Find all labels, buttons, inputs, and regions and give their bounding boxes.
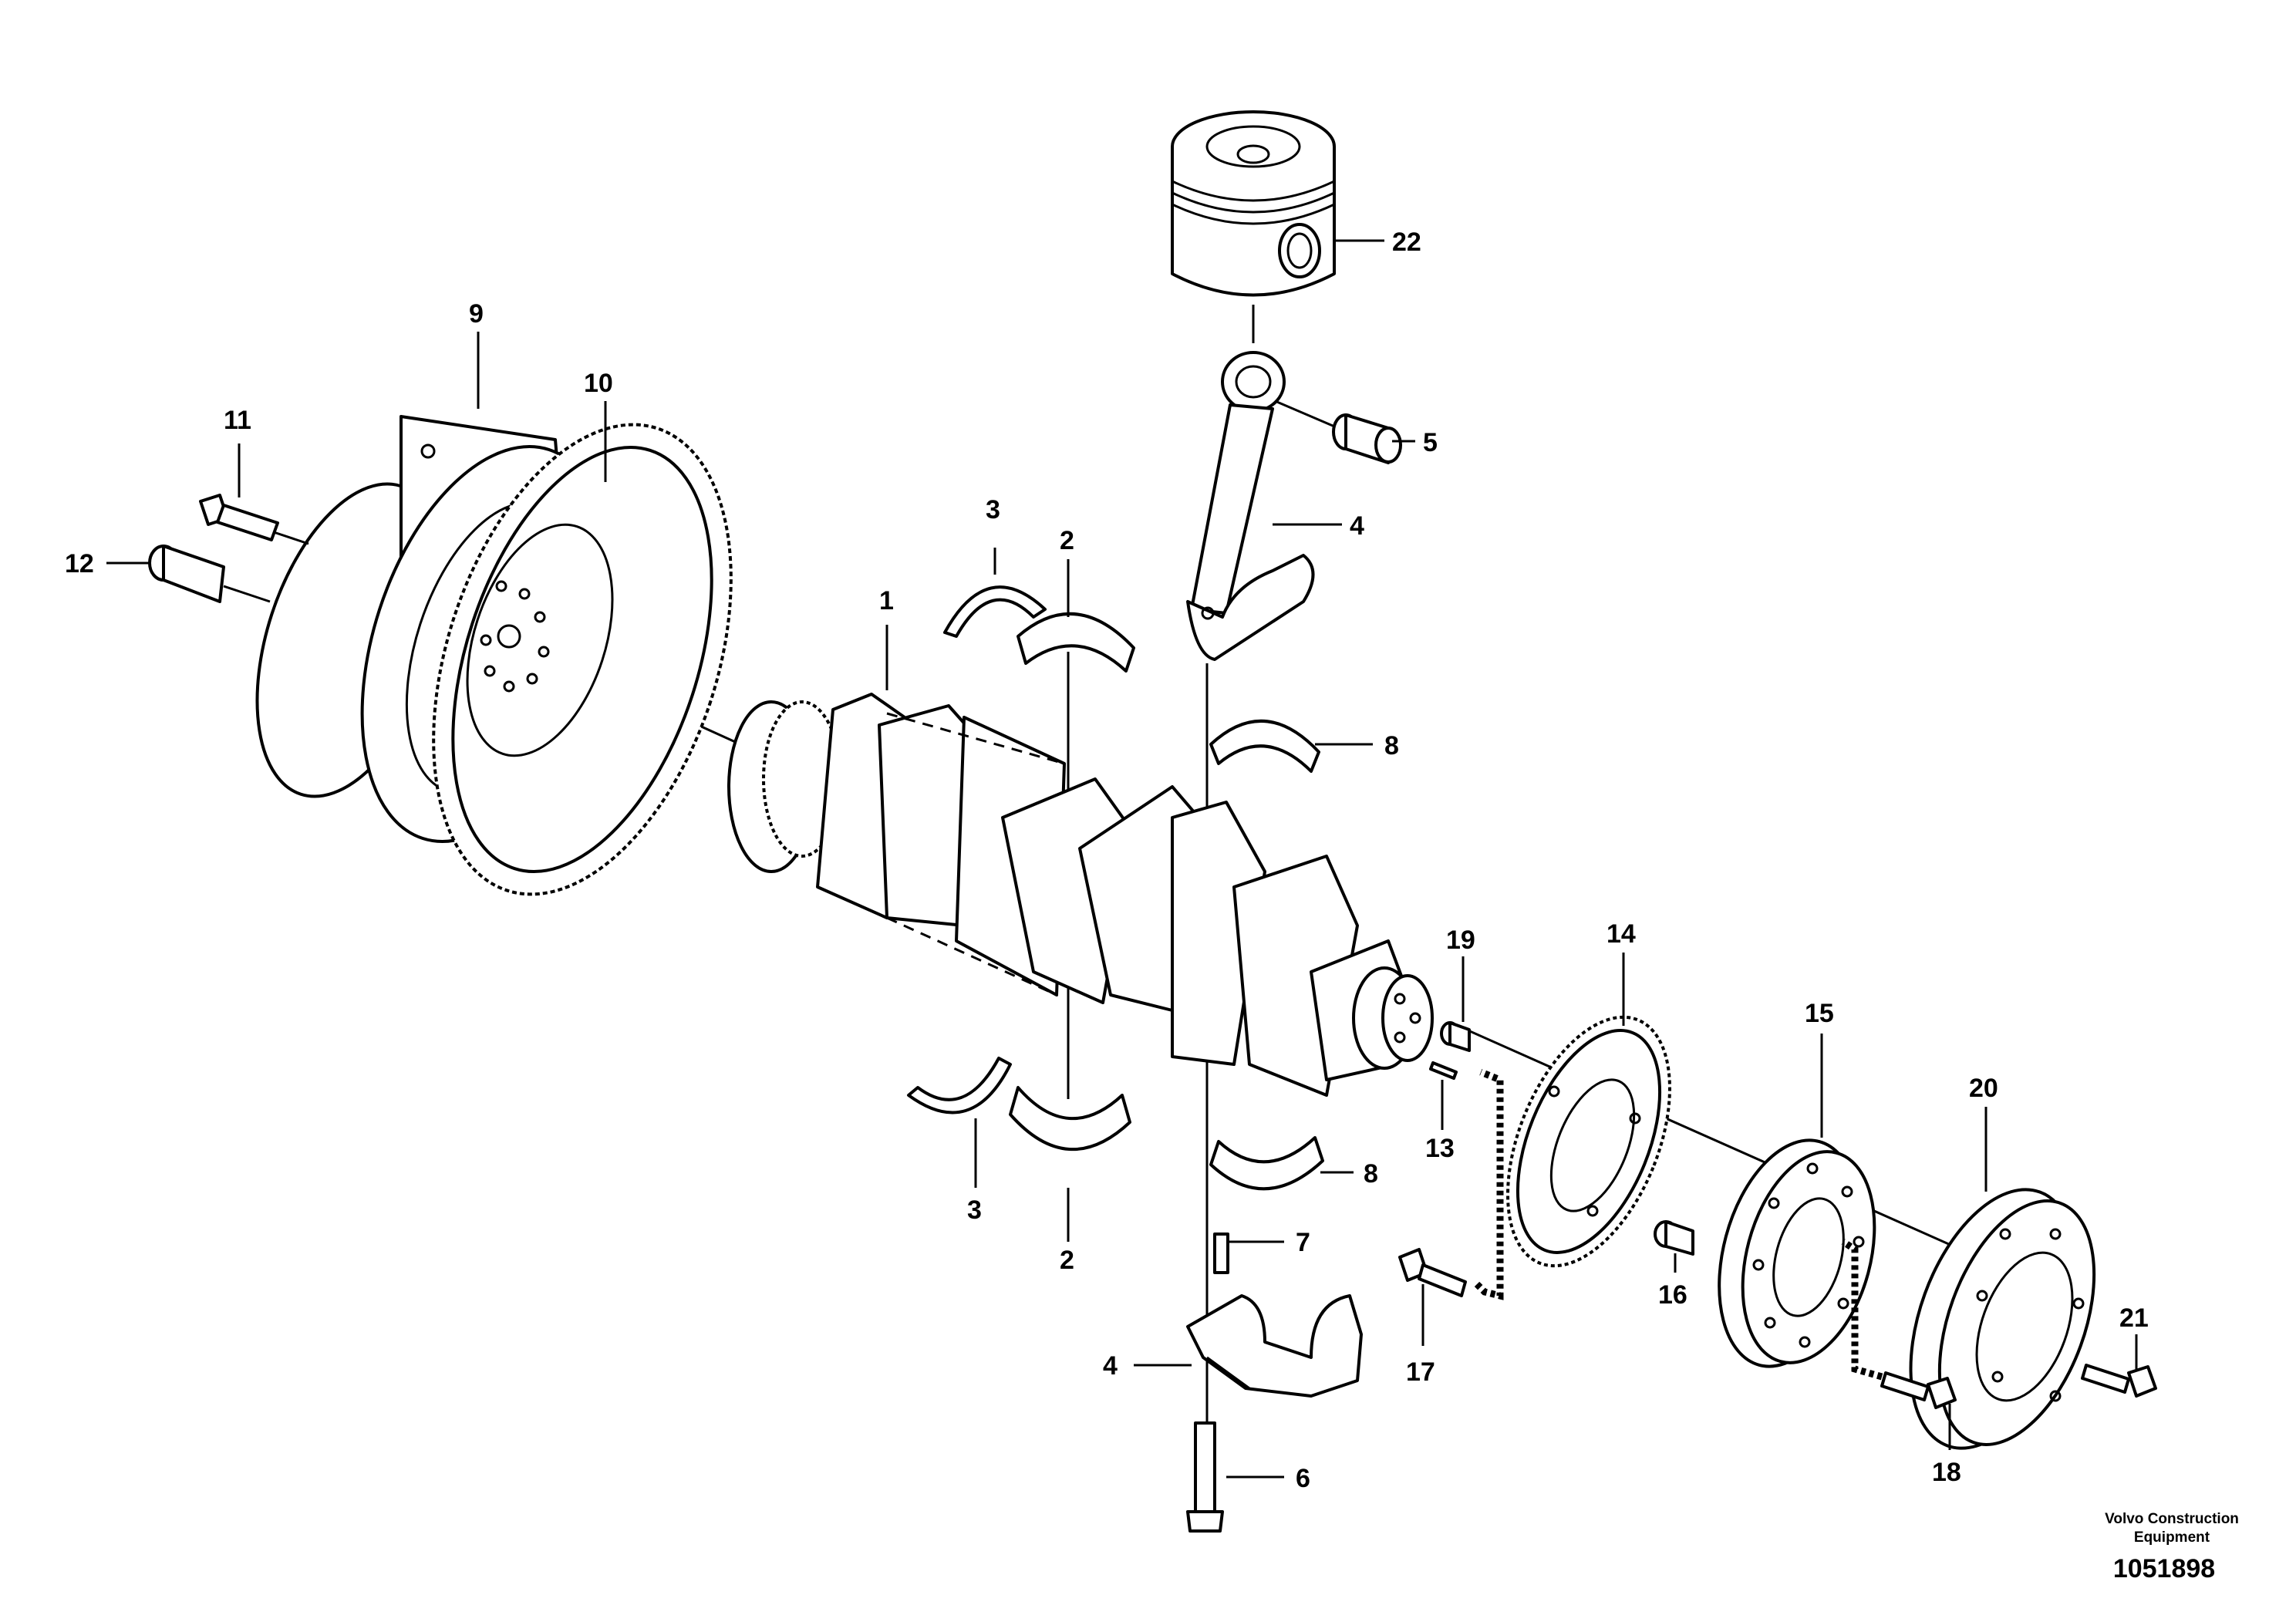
callout-18: 18	[1932, 1458, 1961, 1487]
piston-pin-bushing	[1332, 413, 1402, 464]
thrust-washer-lower	[907, 1057, 1012, 1114]
callout-8-lower: 8	[1364, 1159, 1378, 1189]
brand-name-line1: Volvo Construction	[2105, 1511, 2239, 1527]
callout-9: 9	[469, 299, 484, 329]
crank-sleeve	[1440, 1021, 1471, 1052]
connecting-rod-cap	[1186, 1294, 1363, 1398]
callout-4-rod: 4	[1350, 511, 1364, 541]
callout-6: 6	[1296, 1464, 1310, 1493]
callout-2-upper: 2	[1060, 526, 1074, 555]
callout-21: 21	[2119, 1303, 2149, 1333]
callout-15: 15	[1805, 999, 1834, 1028]
callout-12: 12	[65, 549, 94, 578]
flywheel-guide-pin	[148, 545, 271, 603]
flywheel-ring-gear	[432, 423, 733, 896]
callout-17: 17	[1406, 1357, 1435, 1387]
conrod-bearing-lower	[1209, 1136, 1324, 1191]
callout-7: 7	[1296, 1228, 1310, 1257]
guide-pin	[1213, 1233, 1229, 1274]
crank-pin	[1429, 1061, 1458, 1080]
connecting-rod	[1186, 351, 1315, 661]
callout-19: 19	[1446, 926, 1475, 955]
callout-3-lower: 3	[967, 1195, 982, 1225]
hub-dowel	[1654, 1220, 1694, 1256]
callout-11: 11	[224, 406, 251, 435]
brand-name-line2: Equipment	[2133, 1529, 2210, 1546]
callout-1: 1	[879, 586, 894, 615]
hub-bolt	[1841, 1239, 1957, 1409]
crankshaft-hub	[1718, 1138, 1876, 1368]
drawing-number: 1051898	[2112, 1554, 2216, 1583]
callout-14: 14	[1607, 919, 1636, 949]
callout-3-upper: 3	[986, 495, 1000, 524]
damper-bolt	[2081, 1364, 2157, 1398]
callout-10: 10	[584, 369, 613, 398]
vibration-damper	[1909, 1188, 2096, 1450]
crank-gear	[1506, 1015, 1671, 1268]
thrust-washer-upper	[943, 585, 1047, 638]
piston	[1171, 110, 1336, 297]
callout-numbers: 1 2 2 3 3 4 4 5 6 7 8 8 9 10 11 12 13 14…	[65, 228, 2149, 1493]
callout-2-lower: 2	[1060, 1246, 1074, 1275]
callout-22: 22	[1392, 228, 1421, 257]
gear-bolt	[1398, 1068, 1504, 1300]
callout-13: 13	[1425, 1134, 1455, 1163]
main-bearing-lower	[1009, 1086, 1131, 1152]
callout-16: 16	[1658, 1280, 1687, 1310]
callout-4-cap: 4	[1103, 1351, 1118, 1381]
crankshaft	[727, 693, 1434, 1097]
conrod-bearing-upper	[1209, 719, 1320, 773]
flywheel-bolt	[199, 494, 309, 545]
callout-8-upper: 8	[1384, 731, 1399, 760]
leader-lines	[106, 239, 2138, 1479]
callout-5: 5	[1423, 428, 1438, 457]
callout-20: 20	[1969, 1074, 1998, 1103]
main-bearing-upper	[1017, 612, 1135, 673]
connecting-rod-bolt	[1186, 1421, 1224, 1533]
